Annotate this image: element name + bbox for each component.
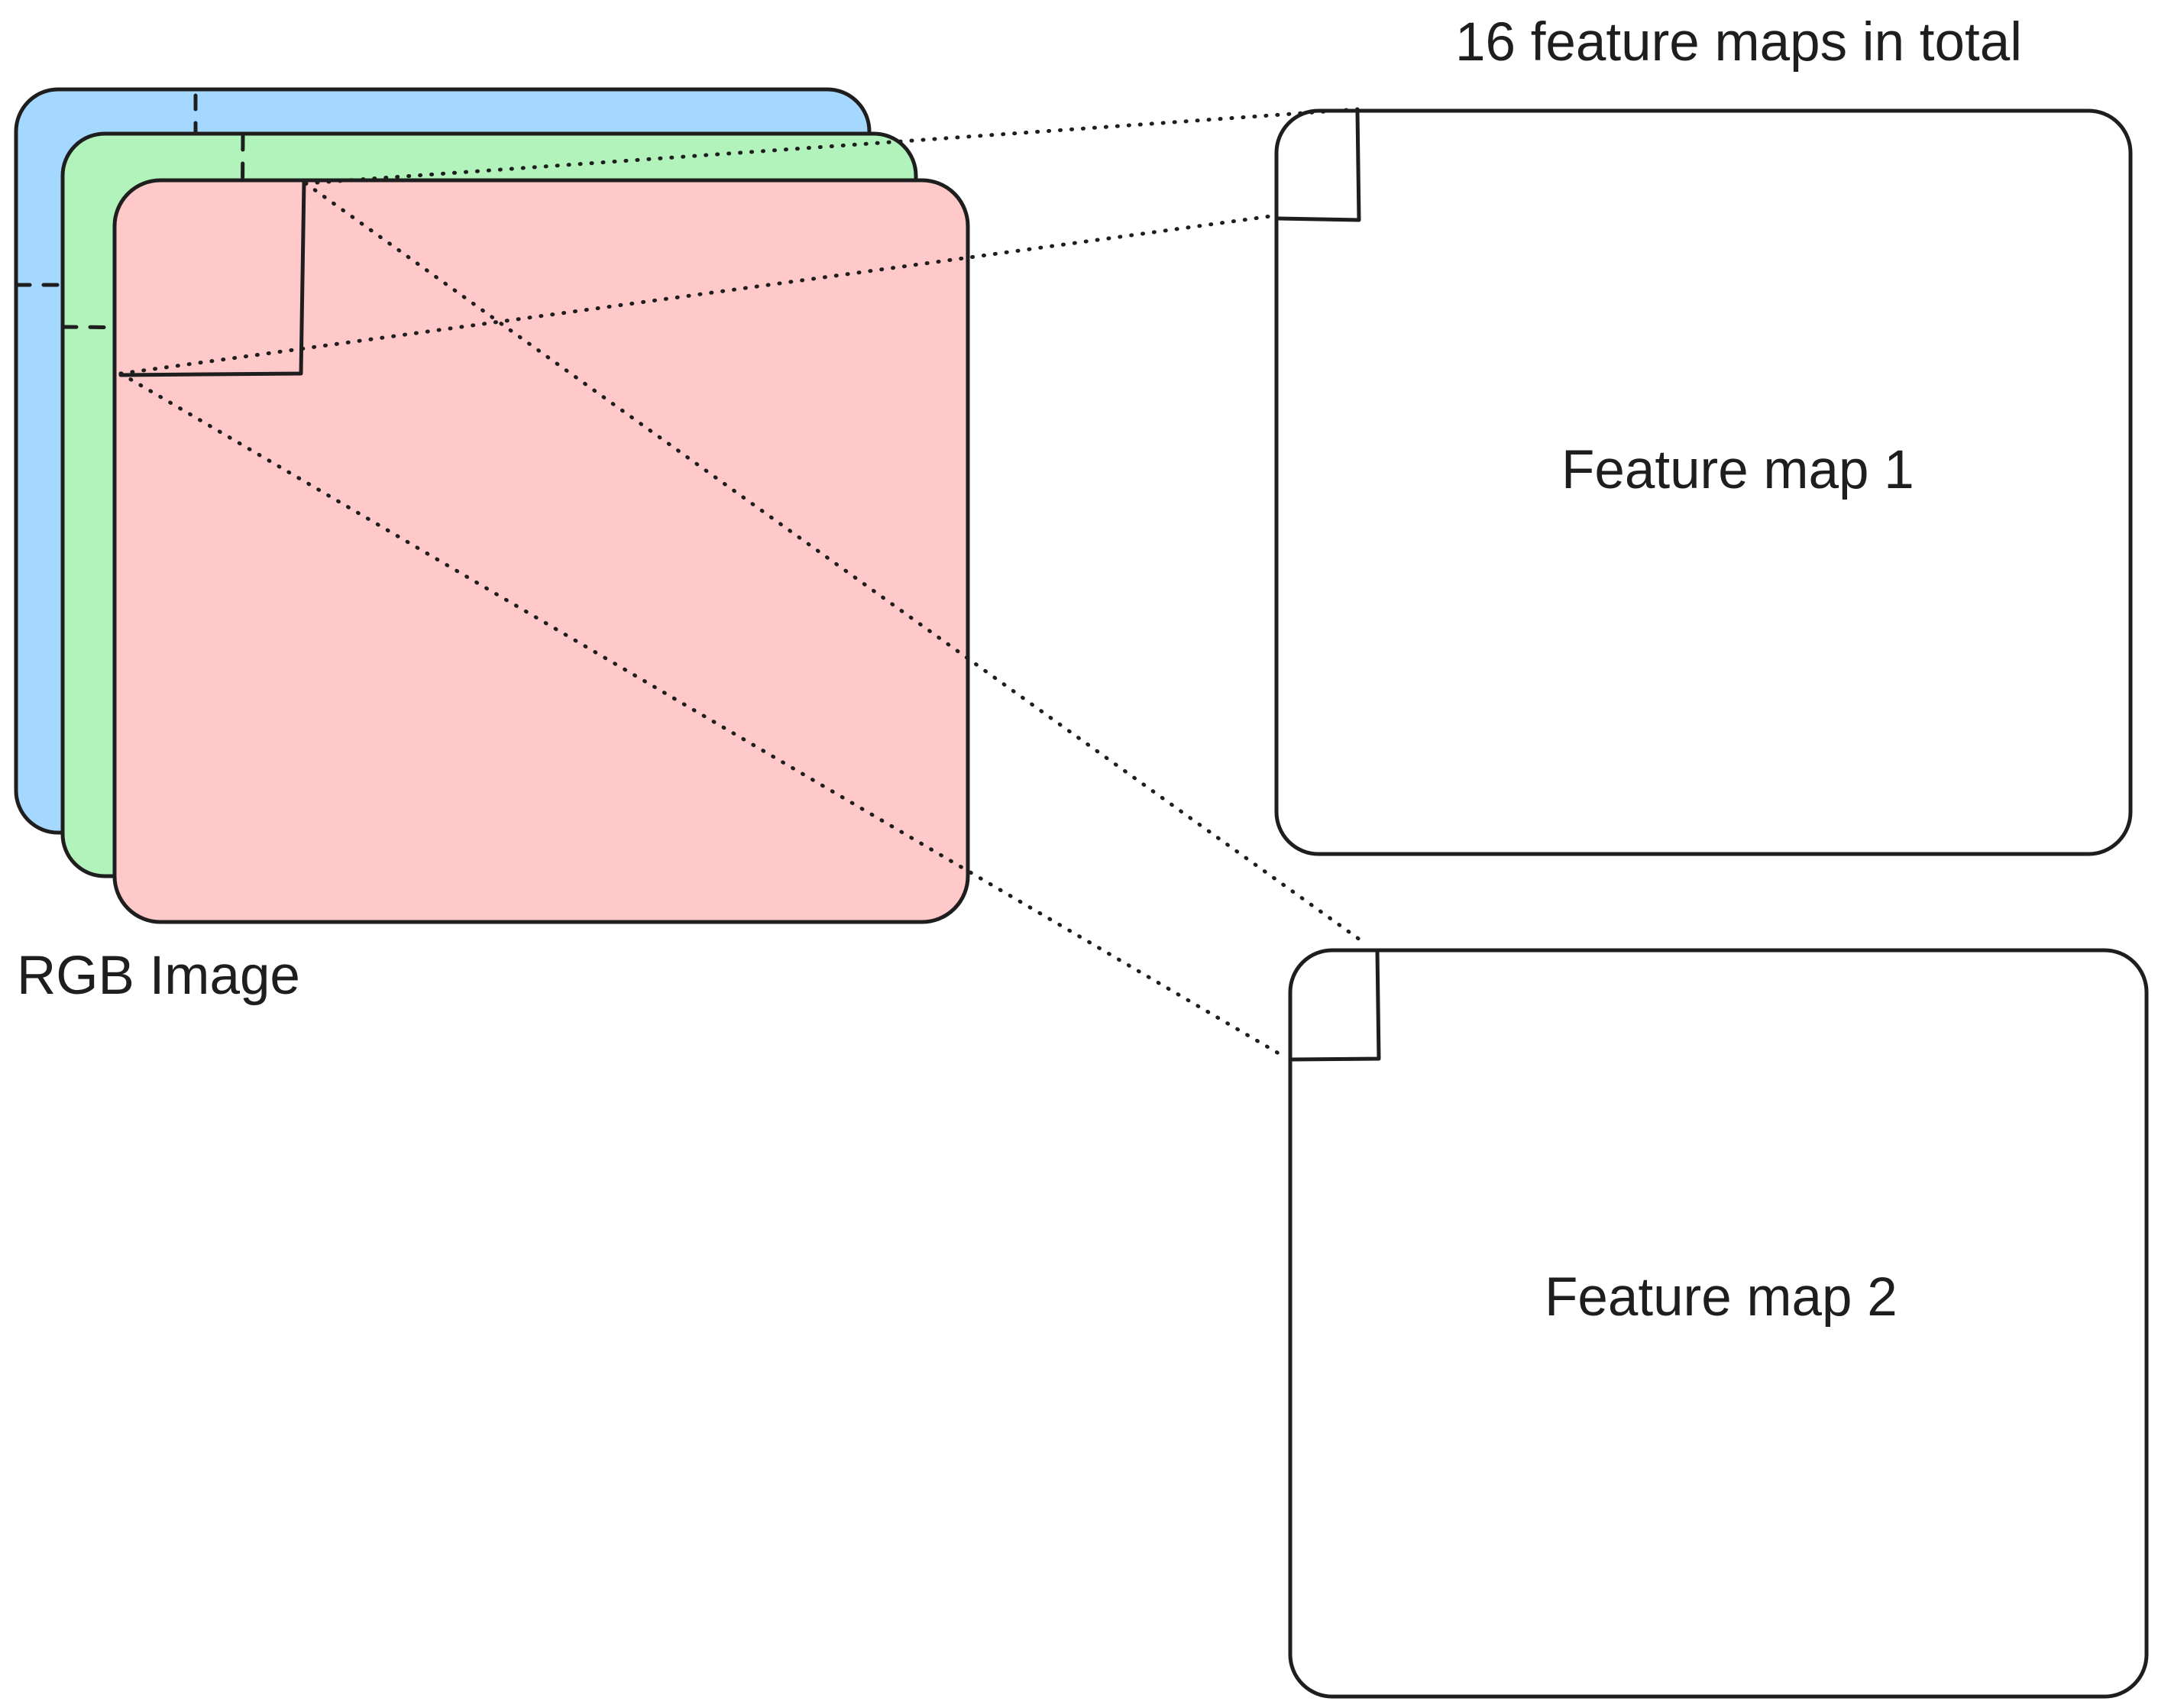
red-channel-rect [112, 178, 970, 924]
projection-line-fm2-bottom [118, 371, 1289, 1060]
feature-map-2-label: Feature map 2 [1545, 1267, 1898, 1328]
projection-line-fm1-top [303, 107, 1360, 186]
projection-line-fm2-top [303, 181, 1362, 942]
rgb-image-label: RGB Image [17, 946, 300, 1006]
feature-map-2-rect [1288, 948, 2149, 1699]
feature-map-1-label: Feature map 1 [1561, 440, 1914, 500]
projection-line-fm1-bottom [118, 213, 1279, 376]
feature-map-1-rect [1274, 108, 2133, 856]
feature-map-1-output-cell [1276, 109, 1361, 222]
input-kernel-square [118, 180, 306, 377]
feature-maps-count-title: 16 feature maps in total [1455, 12, 2022, 73]
feature-map-2-output-cell [1289, 949, 1381, 1062]
